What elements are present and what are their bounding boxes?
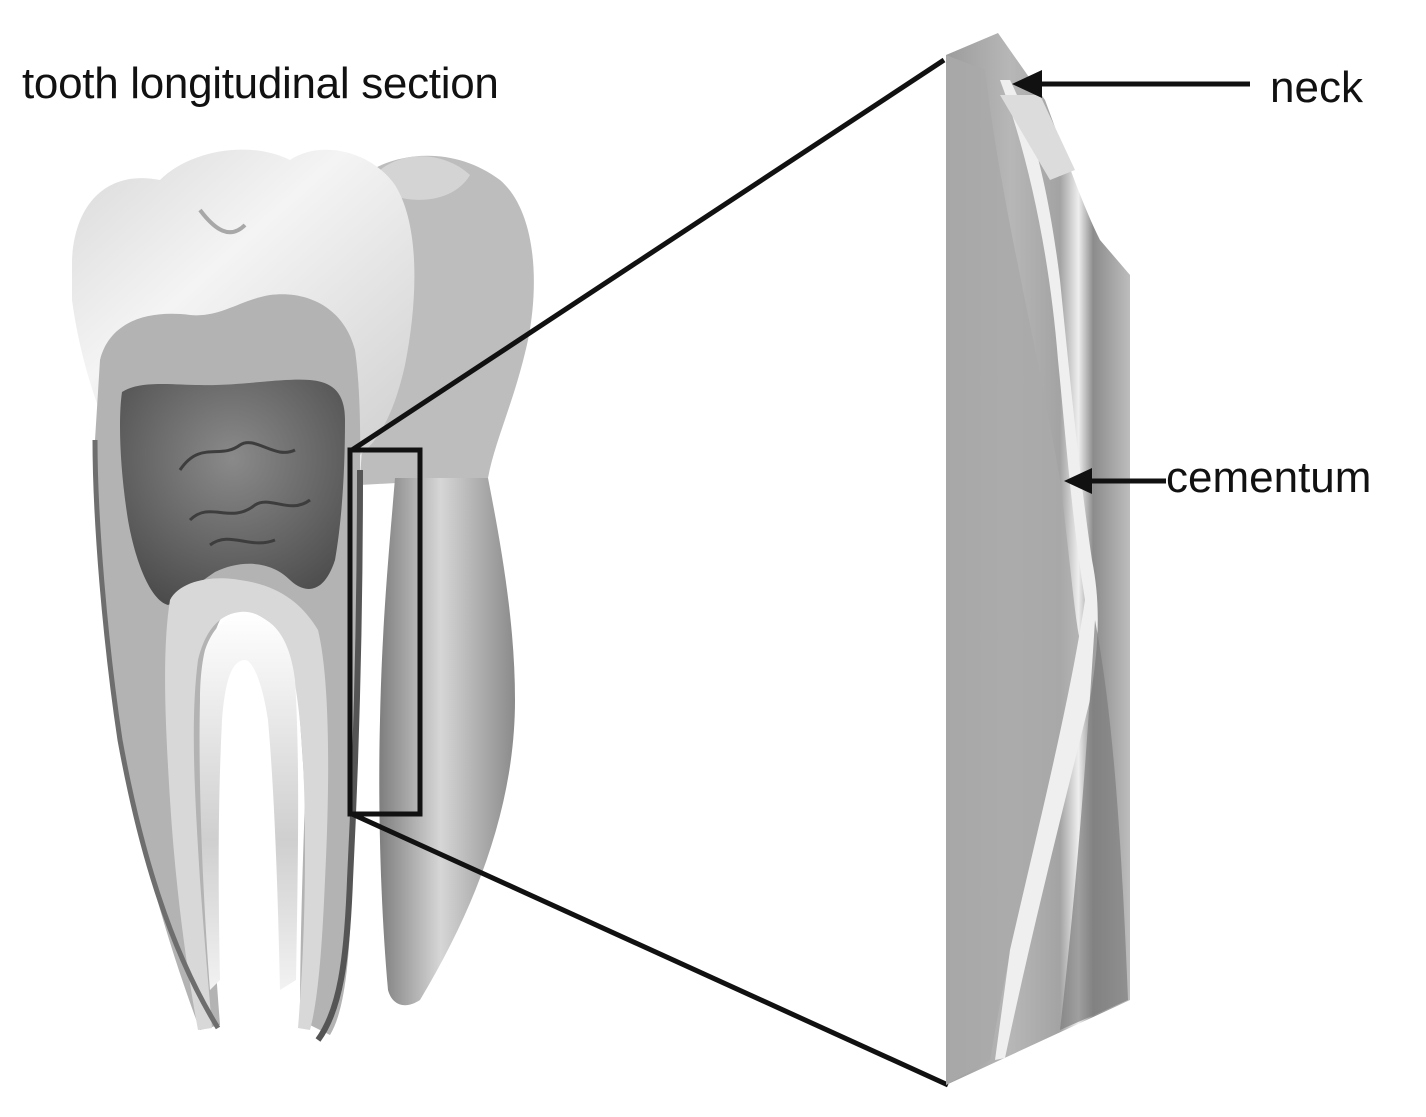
occlusal-groove bbox=[198, 208, 247, 235]
pulp-texture bbox=[178, 441, 311, 547]
root-canal-inner bbox=[199, 613, 299, 990]
magnified-shadow bbox=[1060, 620, 1128, 1030]
root-canal-outer bbox=[165, 578, 329, 1030]
back-root bbox=[379, 478, 515, 1006]
pulp-chamber bbox=[120, 379, 345, 605]
magnified-cementum-band bbox=[995, 80, 1098, 1060]
magnified-dentin bbox=[946, 55, 1080, 1085]
magnified-section bbox=[946, 33, 1130, 1085]
magnified-neck-step bbox=[1000, 95, 1075, 180]
back-crown-cusp bbox=[380, 156, 470, 200]
tooth-front-section bbox=[72, 149, 415, 1042]
root-outline-right bbox=[315, 469, 363, 1042]
neck-arrow bbox=[1012, 70, 1250, 98]
cementum-label: cementum bbox=[1166, 453, 1372, 502]
zoom-line-top bbox=[350, 57, 946, 453]
zoom-selection-box bbox=[347, 447, 423, 817]
figure-title: tooth longitudinal section bbox=[22, 59, 499, 108]
root-outline-left bbox=[92, 439, 221, 1030]
cementum-arrow bbox=[1064, 468, 1166, 494]
zoom-line-bottom bbox=[350, 811, 950, 1088]
neck-label: neck bbox=[1270, 63, 1363, 112]
